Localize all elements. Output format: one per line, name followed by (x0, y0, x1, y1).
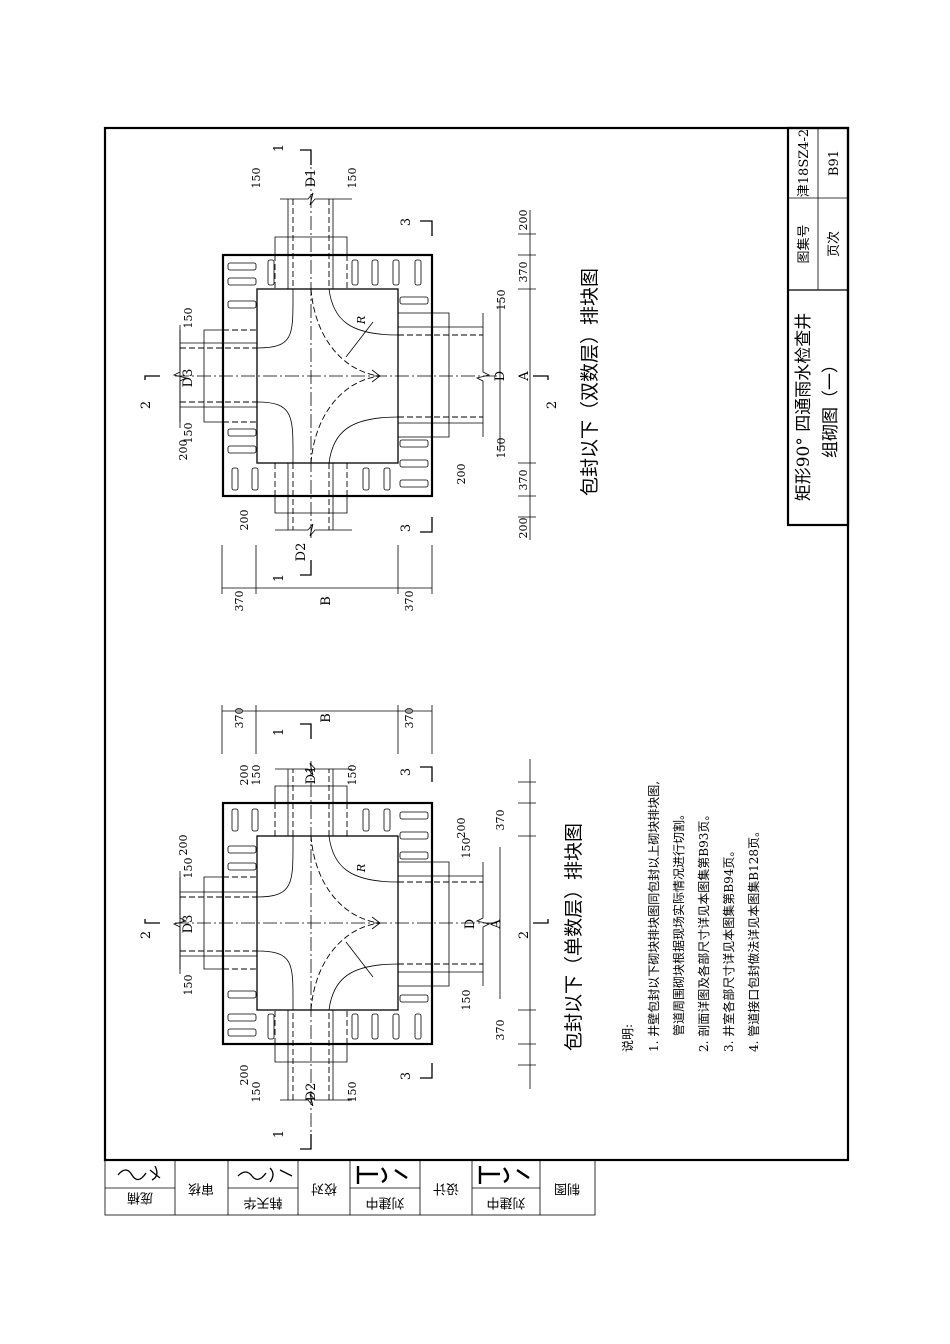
pipe-d2-label: D2 (304, 1083, 319, 1102)
pipe-d3-label: D3 (181, 369, 196, 388)
draft-label: 制图 (554, 1181, 580, 1196)
dim-150: 150 (460, 990, 473, 1011)
note-item: 2. 剖面详图及各部尺寸详见本图集第B93页。 (696, 809, 711, 1052)
section-mark-1: 1 (272, 144, 287, 152)
signature-mark (237, 1167, 293, 1183)
designer-name: 刘建中 (365, 1195, 404, 1210)
section-mark-3: 3 (399, 218, 414, 226)
dim-150: 150 (460, 838, 473, 859)
dim-b-label: B (319, 713, 334, 723)
notes: 说明: 1. 井壁包封以下砌块排块图同包封以上砌块排块图, 管道周围砌块根据现场… (620, 781, 761, 1052)
section-mark-2: 2 (517, 931, 532, 939)
signature-block: 庞楠 审核 韩天华 校对 刘建中 设计 刘建中 制图 (104, 1159, 596, 1216)
reviewer-name: 庞楠 (127, 1190, 153, 1206)
dim-150: 150 (495, 438, 508, 459)
dim-a-label: A (517, 371, 532, 382)
dim-370: 370 (233, 708, 246, 729)
dim-370: 370 (494, 1020, 507, 1041)
notes-heading: 说明: (620, 1024, 635, 1052)
note-item: 3. 井室各部尺寸详见本图集第B94页。 (721, 845, 736, 1052)
pipe-d3-label: D3 (181, 915, 196, 934)
dim-150: 150 (250, 765, 263, 786)
pipe-d-label: D (463, 919, 478, 929)
signature-mark (356, 1166, 408, 1184)
dim-b-label: B (319, 596, 334, 606)
dim-150: 150 (250, 168, 263, 189)
page-label: 页次 (826, 231, 842, 257)
check-label: 校对 (311, 1181, 337, 1197)
sheet-frame (103, 126, 850, 1162)
pipe-d1-label: D1 (304, 169, 319, 188)
page-value: B91 (827, 150, 842, 176)
design-label: 设计 (433, 1181, 459, 1196)
radius-label: R (355, 864, 368, 873)
dim-370: 370 (233, 591, 246, 612)
dim-200: 200 (177, 835, 190, 856)
section-mark-1: 1 (272, 574, 287, 582)
section-mark-3: 3 (399, 768, 414, 776)
section-mark-1: 1 (272, 728, 287, 736)
dim-200: 200 (455, 818, 468, 839)
dim-200: 200 (455, 464, 468, 485)
note-item: 4. 管道接口包封做法详见本图集B128页。 (746, 825, 761, 1052)
review-label: 审核 (188, 1181, 214, 1196)
pipe-d-label: D (493, 371, 508, 381)
drawing-title-line2: 组砌图（一） (821, 356, 841, 458)
note-item: 1. 井壁包封以下砌块排块图同包封以上砌块排块图, (646, 781, 661, 1052)
left-drawing: 150 150 D1 D2 150 150 D3 D A B 370 370 3… (139, 703, 585, 1151)
drafter-name: 刘建中 (486, 1195, 525, 1210)
pipe-d2-label: D2 (294, 543, 309, 562)
right-drawing-caption: 包封以下（双数层）排块图 (579, 268, 601, 496)
dim-200: 200 (238, 1065, 251, 1086)
dim-150: 150 (346, 1082, 359, 1103)
radius-label: R (355, 316, 368, 325)
dim-a-label: A (489, 919, 504, 930)
dim-150: 150 (182, 423, 195, 444)
dim-370: 370 (403, 591, 416, 612)
dim-150: 150 (182, 308, 195, 329)
title-block: 矩形90° 四通雨水检查井 组砌图（一） 图集号 津18SZ4-2 页次 B91 (786, 126, 850, 527)
right-drawing: 150 150 D1 D2 D3 D A B 370 370 370 370 2… (139, 144, 601, 612)
dim-150: 150 (182, 858, 195, 879)
section-mark-3: 3 (399, 524, 414, 532)
section-mark-2: 2 (139, 931, 154, 939)
dim-200: 200 (517, 518, 530, 539)
well-plan-even-layer (143, 148, 550, 596)
dim-200: 200 (238, 765, 251, 786)
dim-370: 370 (517, 262, 530, 283)
dim-370: 370 (403, 708, 416, 729)
dim-150: 150 (495, 290, 508, 311)
dim-200: 200 (238, 510, 251, 531)
section-mark-1: 1 (272, 1130, 287, 1138)
dim-150: 150 (182, 975, 195, 996)
signature-mark (478, 1166, 530, 1184)
section-mark-2: 2 (545, 401, 560, 409)
atlas-no-label: 图集号 (796, 224, 812, 263)
note-item: 管道周围砌块根据现场实际情况进行切割。 (671, 808, 686, 1036)
atlas-no-value: 津18SZ4-2 (797, 129, 812, 197)
section-mark-2: 2 (139, 401, 154, 409)
checker-name: 韩天华 (243, 1195, 282, 1210)
left-drawing-caption: 包封以下（单数层）排块图 (563, 823, 585, 1051)
drawing-title-line1: 矩形90° 四通雨水检查井 (794, 313, 814, 502)
pipe-d1-label: D1 (304, 766, 319, 785)
section-mark-3: 3 (399, 1072, 414, 1080)
dim-370: 370 (517, 470, 530, 491)
dim-150: 150 (250, 1082, 263, 1103)
dim-150: 150 (346, 168, 359, 189)
dim-200: 200 (177, 440, 190, 461)
dim-200: 200 (517, 210, 530, 231)
dim-370: 370 (494, 810, 507, 831)
dim-150: 150 (346, 765, 359, 786)
signature-mark (117, 1165, 161, 1181)
